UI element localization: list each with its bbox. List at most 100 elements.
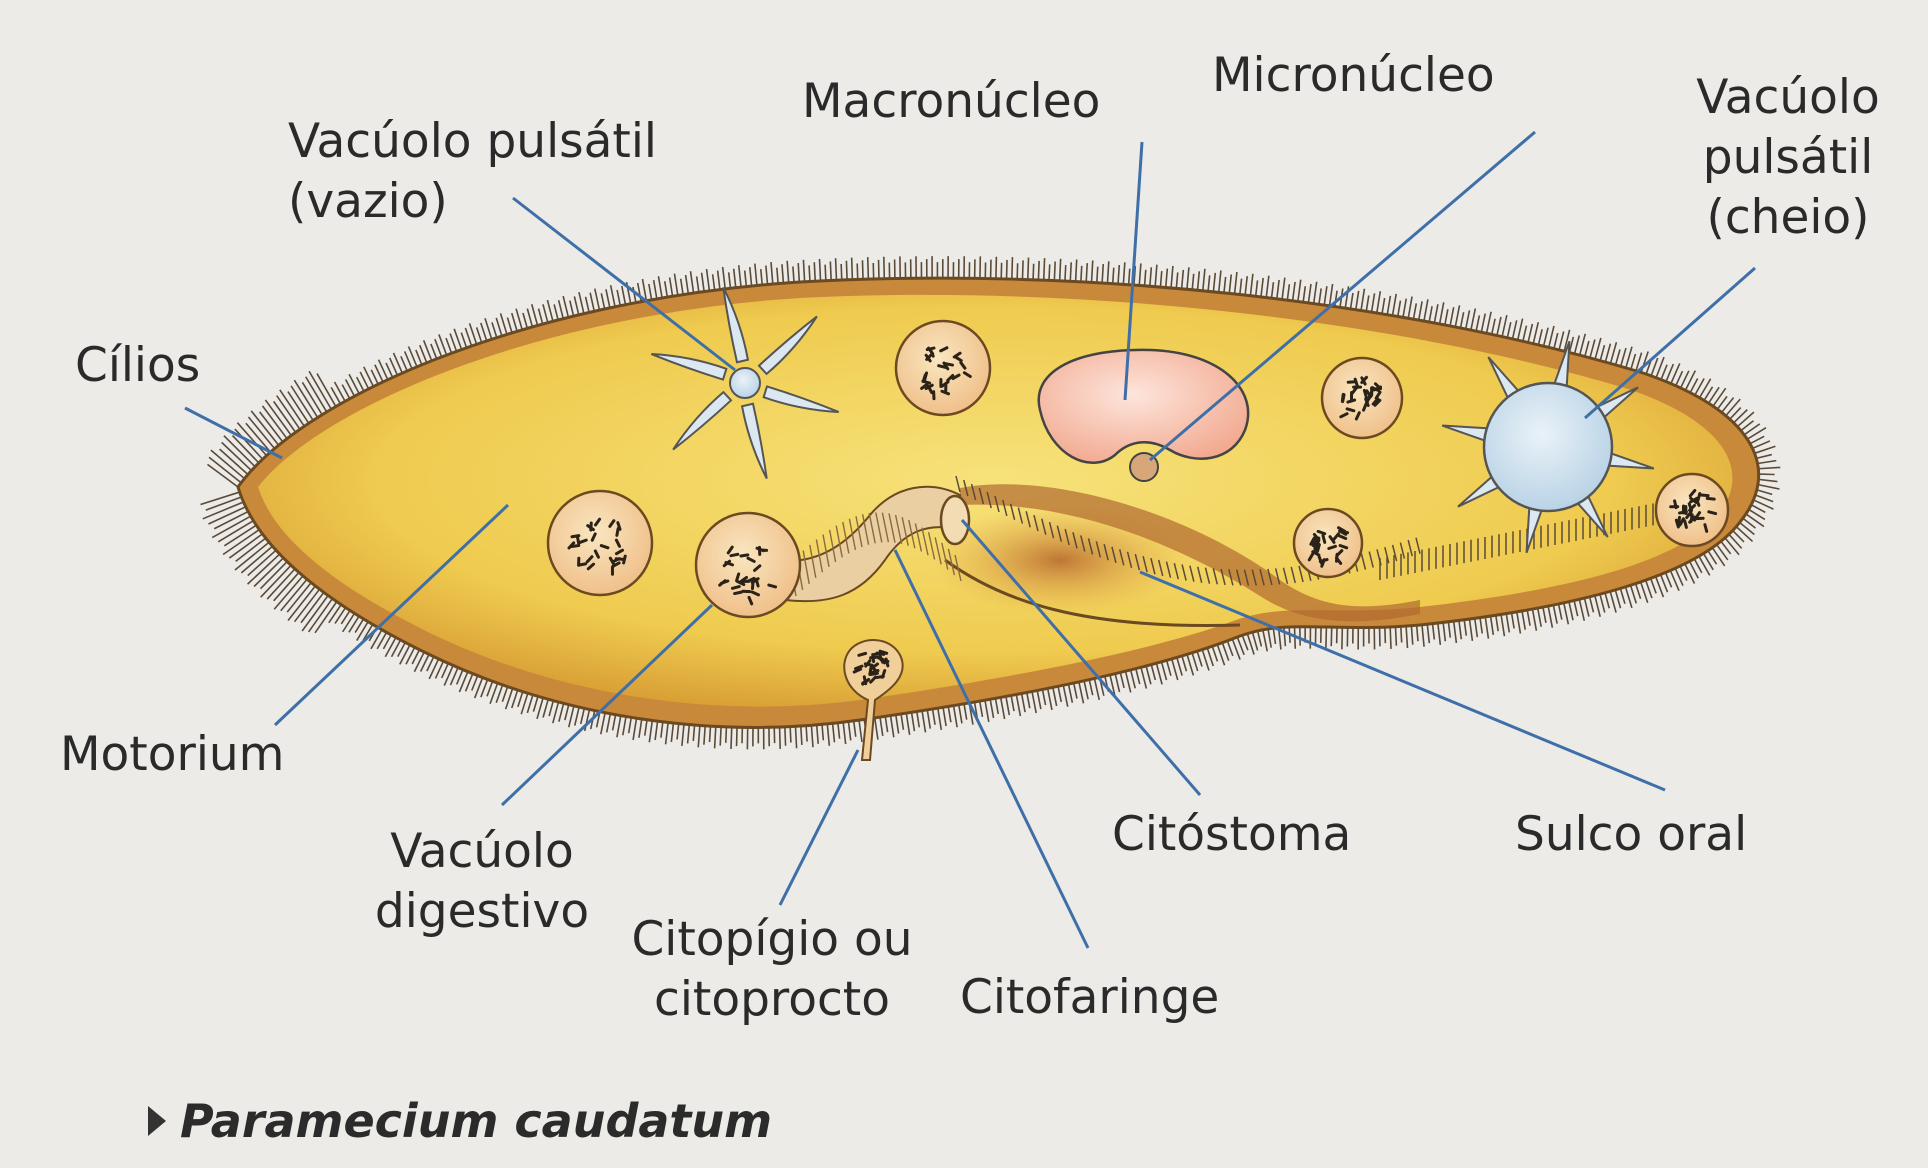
groove-cilium: [1048, 522, 1055, 539]
cilium: [314, 601, 338, 634]
cilium: [1454, 305, 1461, 328]
cilium: [1129, 669, 1136, 689]
cilium: [1562, 602, 1570, 625]
food-vacuole: [1654, 472, 1730, 548]
cilium: [873, 717, 879, 740]
cilium: [1619, 347, 1627, 367]
groove-cilium: [1298, 565, 1304, 583]
cilium: [1707, 386, 1720, 404]
granule: [878, 649, 889, 655]
label-micronucleo: Micronúcleo: [1212, 48, 1495, 103]
cilium: [522, 312, 529, 329]
cilium: [1712, 387, 1727, 407]
cilium: [858, 720, 863, 743]
cilium: [800, 725, 803, 745]
cilium: [1150, 664, 1157, 681]
cilium: [1389, 626, 1392, 649]
striation: [881, 512, 890, 543]
cilium: [1025, 692, 1031, 709]
cilium: [1659, 574, 1669, 593]
granule: [939, 346, 949, 353]
groove-cilium: [1196, 566, 1203, 583]
cilium: [504, 688, 514, 710]
cilium: [279, 389, 305, 427]
cilium: [837, 722, 841, 739]
cilium: [1630, 353, 1637, 370]
granule: [853, 664, 864, 671]
granule: [884, 657, 890, 668]
cilium: [1307, 283, 1312, 303]
cilium: [475, 327, 483, 343]
cilium: [627, 717, 633, 734]
cilium: [1365, 295, 1370, 312]
cilium: [1698, 378, 1712, 399]
groove-cilium: [1173, 562, 1180, 580]
granule: [864, 659, 872, 668]
cilium: [1604, 343, 1612, 363]
cilium: [1412, 303, 1418, 320]
cilium: [287, 391, 310, 424]
cilium: [573, 296, 580, 316]
groove-cilium: [1399, 542, 1406, 559]
cytostome: [939, 494, 971, 546]
groove-cilium: [1095, 541, 1102, 558]
cilium: [231, 434, 260, 464]
striation: [934, 537, 942, 565]
cilium: [1496, 316, 1502, 336]
cilium: [730, 726, 733, 750]
groove-cilium: [1002, 499, 1008, 517]
cilium: [247, 416, 276, 450]
cilium: [1283, 627, 1287, 647]
cilium: [1080, 265, 1083, 282]
granule: [599, 544, 610, 550]
cilium: [1140, 667, 1148, 689]
cilium: [468, 323, 478, 345]
granule: [593, 517, 602, 527]
cilium: [1201, 649, 1210, 671]
cilium: [664, 722, 669, 745]
cilium: [422, 340, 433, 362]
cilium: [1260, 277, 1264, 297]
cilium: [681, 723, 685, 747]
cilium: [1609, 342, 1618, 364]
cilium: [1360, 288, 1366, 311]
cilium: [1010, 695, 1015, 712]
granule: [959, 361, 967, 370]
cilium: [449, 333, 458, 352]
cilium: [228, 533, 263, 559]
cilium: [1291, 281, 1296, 301]
cilium: [1196, 650, 1203, 667]
cilium: [600, 293, 606, 310]
cilium: [1323, 286, 1328, 306]
cilium: [567, 705, 575, 728]
cilium: [1489, 615, 1495, 635]
groove-cilium: [1064, 528, 1070, 546]
cilium: [1532, 322, 1540, 344]
striation: [947, 548, 956, 576]
cilium: [205, 496, 242, 511]
groove-cilium: [970, 483, 977, 501]
cilium: [1732, 529, 1745, 543]
granule: [870, 662, 880, 670]
cilium: [411, 649, 421, 665]
granule: [1327, 544, 1337, 551]
cytoproct: [843, 639, 904, 761]
cilium: [632, 718, 638, 741]
cilium: [536, 697, 544, 720]
label-line: digestivo: [374, 884, 590, 939]
cilium: [1624, 586, 1633, 609]
cilium: [440, 663, 449, 679]
cilium: [1526, 609, 1531, 626]
cilium: [1735, 526, 1754, 543]
groove-cilium: [1041, 518, 1047, 535]
granule: [570, 534, 581, 539]
granule: [1694, 497, 1701, 507]
cilium: [1249, 273, 1254, 296]
cilium: [1752, 440, 1771, 450]
cilium: [1093, 678, 1101, 701]
cilium: [652, 279, 658, 299]
granule: [578, 538, 588, 545]
cilium: [460, 332, 468, 349]
cilium: [1370, 293, 1376, 313]
leader-vacuolo-cheio: [1584, 266, 1756, 420]
